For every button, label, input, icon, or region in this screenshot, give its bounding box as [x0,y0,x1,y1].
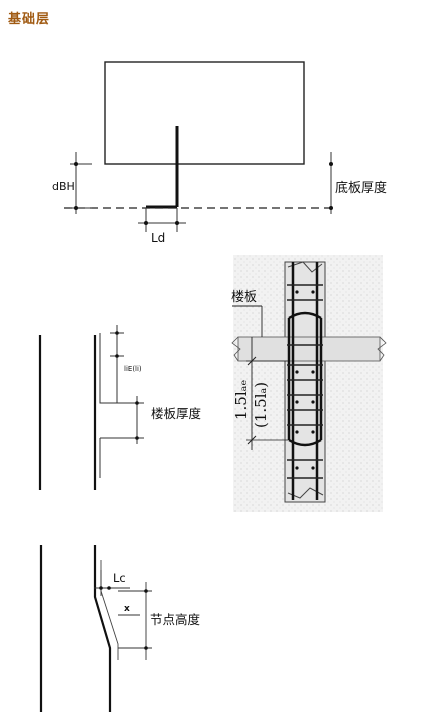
lap-length-label: liE(li) [124,365,142,373]
dbh-label: dBH [52,180,75,193]
lap-l-label: (1.5lₐ) [252,382,270,428]
foundation-slab [104,61,305,165]
section-title: 基础层 [8,12,51,27]
joint-height-label: 节点高度 [150,612,201,627]
column-body [284,261,326,503]
x-label: x [124,604,130,614]
splice-lap-outline [99,333,130,404]
ld-label: Ld [151,231,165,245]
slab-thickness-label: 楼板厚度 [151,406,202,421]
slab-label: 楼板 [231,290,257,305]
foundation-diagram: dBH 底板厚度 Ld [52,61,387,245]
splice-slab-outline [99,437,130,478]
joint-diagram: Lc x 节点高度 [39,545,201,712]
floor-slab [237,336,381,362]
joint-bent-bar [93,545,112,712]
floor-splice-diagram: liE(li) 楼板厚度 [38,325,202,490]
column-detail-drawing: 楼板 1.5lₐₑ (1.5lₐ) [231,255,387,512]
base-thickness-label: 底板厚度 [335,180,387,196]
lap-le-label: 1.5lₐₑ [232,380,250,420]
stirrups [287,284,323,479]
lc-label: Lc [113,571,126,585]
